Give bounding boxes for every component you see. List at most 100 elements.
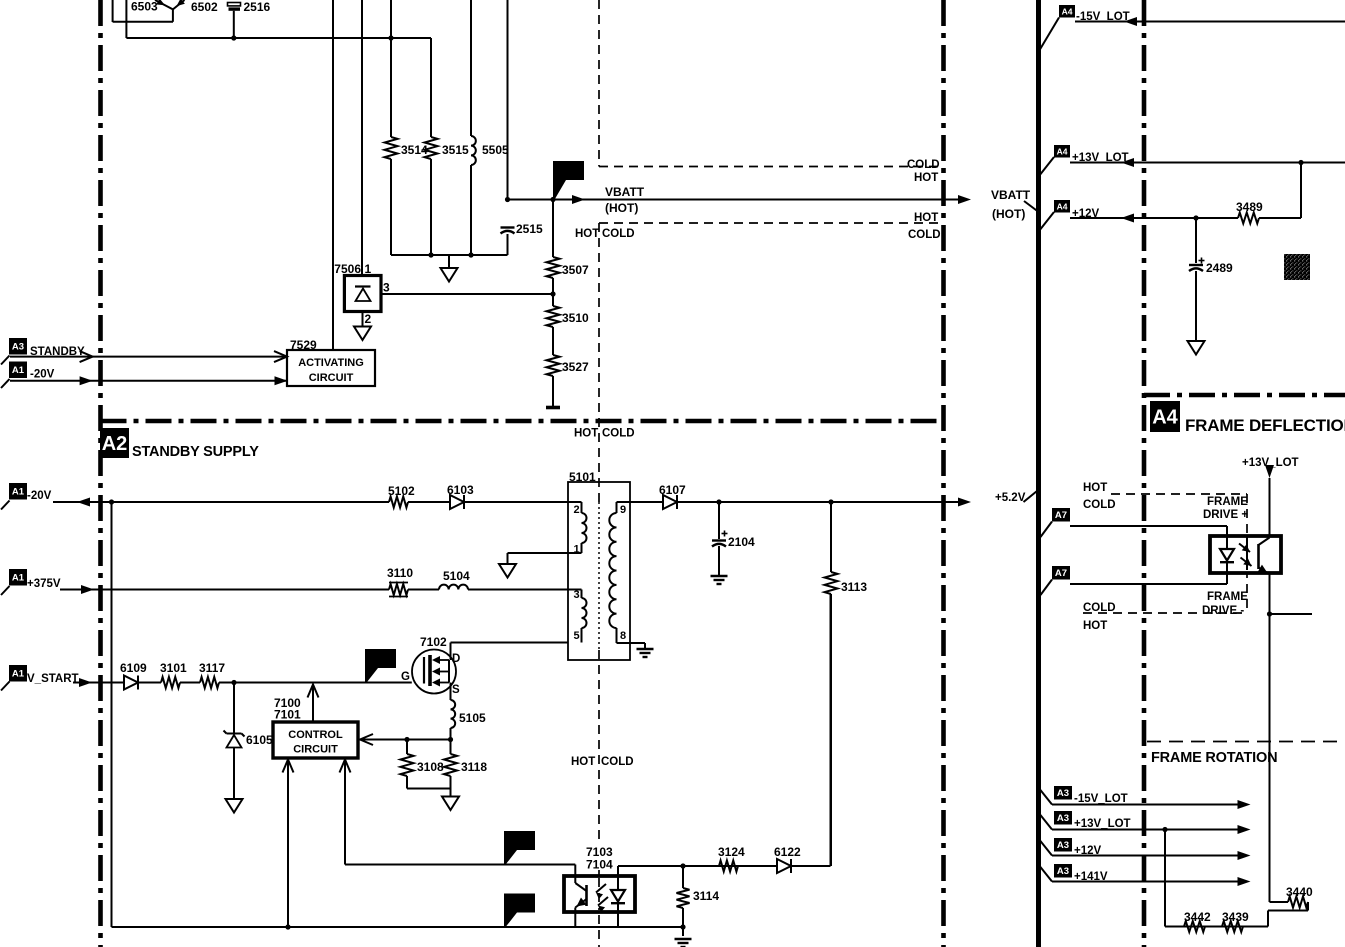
svg-text:G: G: [401, 671, 410, 683]
svg-text:6109: 6109: [120, 661, 147, 675]
svg-text:3114: 3114: [693, 889, 719, 903]
svg-text:5101: 5101: [569, 470, 596, 484]
svg-text:STANDBY SUPPLY: STANDBY SUPPLY: [132, 444, 259, 460]
svg-text:A4: A4: [1062, 6, 1073, 16]
svg-text:3527: 3527: [562, 360, 589, 374]
svg-text:7102: 7102: [420, 635, 447, 649]
svg-text:FRAME: FRAME: [1207, 496, 1248, 508]
svg-text:-15V_LOT: -15V_LOT: [1076, 11, 1130, 23]
svg-text:COLD: COLD: [908, 229, 941, 241]
svg-text:(HOT): (HOT): [992, 207, 1025, 221]
svg-text:2489: 2489: [1206, 261, 1233, 275]
svg-text:+141V: +141V: [1074, 871, 1108, 883]
svg-text:D: D: [452, 653, 460, 665]
svg-text:2515: 2515: [516, 222, 543, 236]
svg-text:COLD: COLD: [602, 428, 635, 440]
svg-text:A3: A3: [12, 342, 24, 353]
svg-text:HOT: HOT: [1083, 482, 1107, 494]
svg-text:FRAME: FRAME: [1207, 591, 1248, 603]
svg-text:5: 5: [574, 630, 580, 642]
svg-text:COLD: COLD: [601, 756, 634, 768]
svg-text:3113: 3113: [841, 580, 867, 594]
svg-text:S: S: [452, 684, 460, 696]
svg-text:3515: 3515: [442, 143, 469, 157]
svg-text:A2: A2: [102, 433, 128, 455]
svg-text:A4: A4: [1057, 201, 1068, 211]
svg-text:FRAME ROTATION: FRAME ROTATION: [1151, 750, 1277, 766]
svg-text:3118: 3118: [461, 760, 487, 774]
svg-text:A4: A4: [1152, 407, 1178, 429]
svg-text:COLD: COLD: [907, 159, 940, 171]
svg-text:CIRCUIT: CIRCUIT: [309, 372, 354, 384]
svg-text:2: 2: [574, 504, 580, 516]
svg-text:HOT: HOT: [574, 428, 598, 440]
svg-text:DRIVE -: DRIVE -: [1202, 605, 1244, 617]
svg-text:3439: 3439: [1222, 910, 1249, 924]
svg-text:HOT: HOT: [1083, 620, 1107, 632]
svg-text:VBATT: VBATT: [991, 188, 1031, 202]
svg-text:6122: 6122: [774, 845, 801, 859]
svg-text:A1: A1: [12, 487, 25, 498]
svg-text:COLD: COLD: [1083, 499, 1116, 511]
svg-text:HOT: HOT: [575, 228, 599, 240]
svg-text:A7: A7: [1055, 510, 1067, 521]
svg-text:3108: 3108: [417, 760, 444, 774]
svg-text:2516: 2516: [244, 0, 271, 14]
svg-text:5102: 5102: [388, 484, 415, 498]
svg-text:+13V_LOT: +13V_LOT: [1242, 457, 1299, 469]
svg-text:3510: 3510: [562, 311, 589, 325]
svg-text:A1: A1: [12, 573, 25, 584]
svg-text:5105: 5105: [459, 711, 486, 725]
svg-text:3: 3: [574, 589, 580, 601]
svg-text:7506: 7506: [334, 262, 361, 276]
svg-text:5505: 5505: [482, 143, 509, 157]
svg-text:3514: 3514: [401, 143, 428, 157]
svg-text:FRAME DEFLECTION: FRAME DEFLECTION: [1185, 416, 1345, 435]
svg-text:1: 1: [574, 544, 580, 556]
svg-text:VBATT: VBATT: [605, 185, 645, 199]
svg-text:6502: 6502: [191, 0, 218, 14]
svg-text:7104: 7104: [586, 858, 613, 872]
svg-text:3440: 3440: [1286, 885, 1313, 899]
svg-text:+13V_LOT: +13V_LOT: [1074, 818, 1131, 830]
svg-text:1: 1: [365, 262, 372, 276]
svg-text:+12V: +12V: [1074, 845, 1102, 857]
svg-text:6107: 6107: [659, 483, 686, 497]
svg-text:7529: 7529: [290, 338, 317, 352]
svg-text:2104: 2104: [728, 535, 755, 549]
svg-text:3507: 3507: [562, 263, 589, 277]
svg-text:8: 8: [620, 630, 626, 642]
svg-text:A1: A1: [12, 669, 25, 680]
svg-text:9: 9: [620, 504, 626, 516]
svg-text:DRIVE +: DRIVE +: [1203, 509, 1248, 521]
svg-text:-15V_LOT: -15V_LOT: [1074, 793, 1128, 805]
svg-text:(HOT): (HOT): [605, 201, 638, 215]
svg-text:A3: A3: [1057, 788, 1069, 799]
svg-text:-20V: -20V: [27, 490, 52, 502]
svg-text:3110: 3110: [387, 566, 413, 580]
svg-text:ACTIVATING: ACTIVATING: [298, 357, 364, 369]
svg-text:6105: 6105: [246, 733, 273, 747]
svg-text:A3: A3: [1057, 813, 1069, 824]
svg-text:A7: A7: [1055, 568, 1067, 579]
svg-text:STANDBY: STANDBY: [30, 346, 85, 358]
svg-text:6503: 6503: [131, 0, 158, 14]
svg-text:HOT: HOT: [571, 756, 595, 768]
svg-text:7101: 7101: [274, 708, 301, 722]
svg-text:COLD: COLD: [602, 228, 635, 240]
svg-text:+5.2V: +5.2V: [995, 492, 1026, 504]
svg-text:V_START: V_START: [27, 673, 79, 685]
svg-text:COLD: COLD: [1083, 602, 1116, 614]
svg-text:A3: A3: [1057, 840, 1069, 851]
svg-text:3442: 3442: [1184, 910, 1211, 924]
svg-text:A1: A1: [12, 365, 25, 376]
svg-text:5104: 5104: [443, 569, 470, 583]
svg-text:3117: 3117: [199, 661, 225, 675]
svg-text:7100: 7100: [274, 696, 301, 710]
svg-text:HOT: HOT: [914, 172, 938, 184]
svg-text:-20V: -20V: [30, 369, 55, 381]
svg-text:CONTROL: CONTROL: [288, 729, 343, 741]
svg-text:3101: 3101: [160, 661, 187, 675]
svg-text:3489: 3489: [1236, 200, 1263, 214]
svg-text:A4: A4: [1057, 146, 1068, 156]
